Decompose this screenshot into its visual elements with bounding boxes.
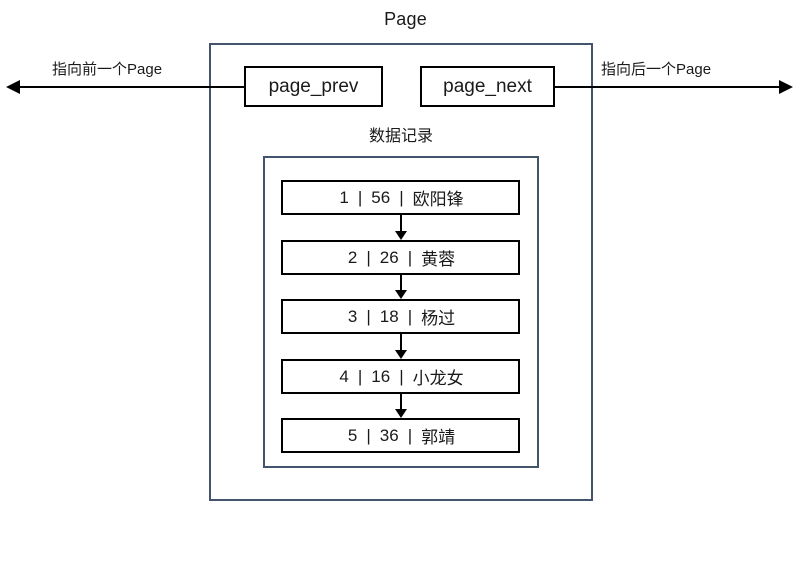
- records-section-label: 数据记录: [368, 128, 433, 145]
- records-container-box: [263, 156, 539, 468]
- record-age: 56: [371, 187, 391, 207]
- record-name: 黄蓉: [421, 250, 456, 269]
- record-row[interactable]: 2 | 26 | 黄蓉: [281, 240, 520, 275]
- record-age: 26: [379, 247, 399, 267]
- record-link-arrow-icon: [395, 231, 407, 240]
- record-id: 4: [339, 366, 349, 386]
- record-separator: |: [366, 425, 371, 445]
- record-row[interactable]: 1 | 56 | 欧阳锋: [281, 180, 520, 215]
- record-link-line: [400, 394, 402, 409]
- record-link-arrow-icon: [395, 350, 407, 359]
- prev-pointer-line: [18, 86, 246, 88]
- record-id: 1: [339, 187, 349, 207]
- record-row[interactable]: 5 | 36 | 郭靖: [281, 418, 520, 453]
- record-separator: |: [399, 366, 404, 386]
- record-link-arrow-icon: [395, 290, 407, 299]
- record-separator: |: [366, 247, 371, 267]
- record-link-arrow-icon: [395, 409, 407, 418]
- record-id: 3: [347, 306, 358, 326]
- record-age: 18: [379, 306, 399, 326]
- prev-arrow-head-icon: [6, 80, 20, 94]
- page-title: Page: [384, 9, 427, 29]
- page-prev-node[interactable]: page_prev: [244, 66, 383, 107]
- record-name: 杨过: [421, 309, 456, 328]
- record-name: 欧阳锋: [412, 190, 464, 209]
- record-row[interactable]: 4 | 16 | 小龙女: [281, 359, 520, 394]
- page-prev-label: page_prev: [268, 75, 359, 97]
- record-name: 郭靖: [421, 428, 456, 447]
- record-age: 36: [379, 425, 399, 445]
- next-pointer-annotation: 指向后一个Page: [601, 61, 712, 78]
- prev-pointer-annotation: 指向前一个Page: [52, 61, 163, 78]
- record-age: 16: [371, 366, 391, 386]
- record-link-line: [400, 334, 402, 350]
- record-id: 5: [347, 425, 358, 445]
- page-next-label: page_next: [443, 75, 532, 97]
- record-link-line: [400, 275, 402, 290]
- record-separator: |: [366, 306, 371, 326]
- page-next-node[interactable]: page_next: [420, 66, 555, 107]
- page-container-box: [209, 43, 593, 501]
- record-separator: |: [357, 187, 363, 207]
- record-id: 2: [347, 247, 358, 267]
- record-separator: |: [357, 366, 363, 386]
- record-link-line: [400, 215, 402, 231]
- record-separator: |: [407, 247, 413, 267]
- record-separator: |: [407, 425, 413, 445]
- record-name: 小龙女: [412, 369, 464, 388]
- next-pointer-line: [553, 86, 781, 88]
- record-separator: |: [399, 187, 404, 207]
- next-arrow-head-icon: [779, 80, 793, 94]
- record-separator: |: [407, 306, 413, 326]
- record-row[interactable]: 3 | 18 | 杨过: [281, 299, 520, 334]
